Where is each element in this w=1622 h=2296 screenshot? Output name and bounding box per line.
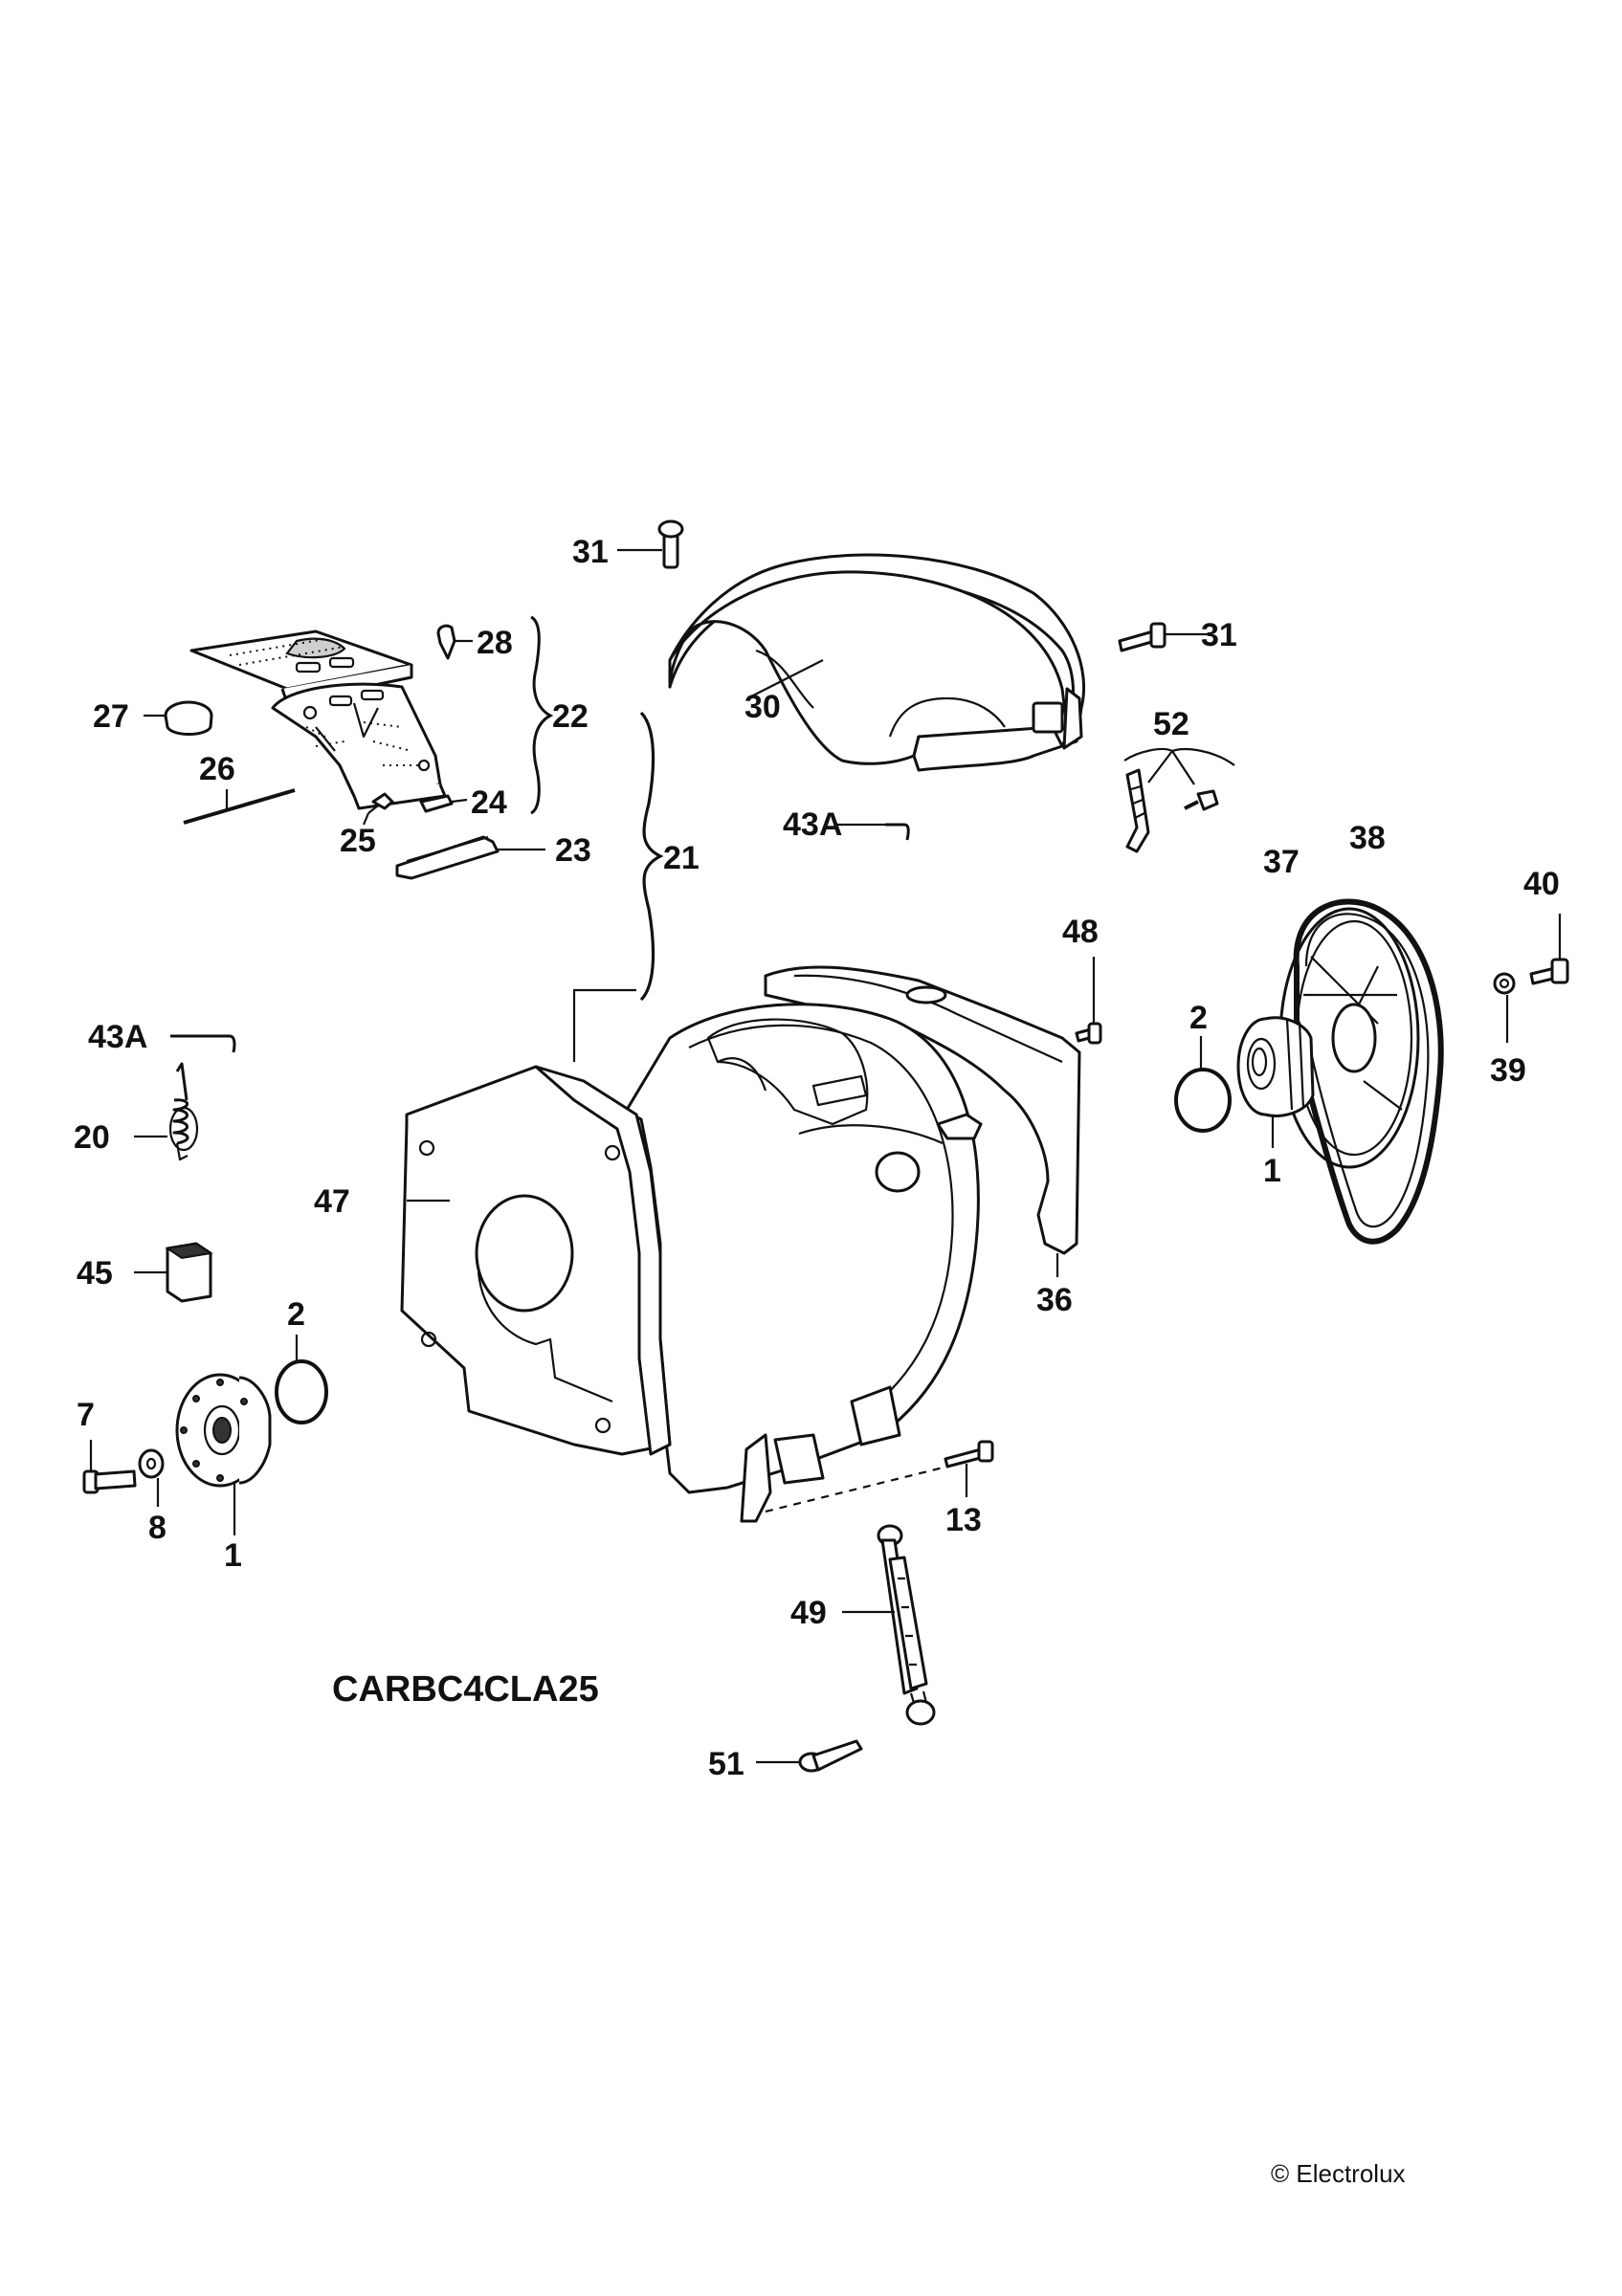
part-51-pin [756,1739,863,1773]
part-36-47-tub [400,965,1081,1523]
label-8: 8 [148,1510,167,1546]
label-49: 49 [790,1595,827,1631]
part-8-washer [138,1448,165,1507]
part-7-bolt [82,1440,137,1494]
label-1-right: 1 [1263,1153,1281,1189]
label-21: 21 [663,840,700,876]
part-38-belt [1293,898,1444,1245]
part-40-bolt [1529,914,1569,985]
part-1-right-hub [1236,1016,1315,1148]
label-39: 39 [1490,1052,1526,1089]
part-39-washer [1493,972,1516,1043]
label-28: 28 [477,625,513,661]
brace-22 [530,615,554,815]
label-52: 52 [1153,706,1189,742]
brace-21-leader [572,988,636,1062]
label-24: 24 [471,784,507,821]
part-2-right-oring [1174,1036,1232,1133]
part-25-clip [362,792,394,826]
part-31-right-bolt [1118,622,1208,652]
label-20: 20 [74,1119,110,1156]
label-43a-left: 43A [88,1019,147,1055]
part-23-strip [395,835,545,880]
label-26: 26 [199,751,235,787]
part-22-panel-plate [271,682,447,810]
label-38: 38 [1349,820,1386,856]
label-31-right: 31 [1201,617,1237,653]
label-48: 48 [1062,914,1099,950]
diagram-code: CARBC4CLA25 [332,1669,599,1710]
label-23: 23 [555,832,591,869]
brace-21 [639,711,664,1002]
label-25: 25 [340,823,376,859]
label-22: 22 [552,698,589,735]
label-37: 37 [1263,844,1300,880]
label-27: 27 [93,698,129,735]
label-45: 45 [77,1255,113,1292]
part-28-screw [436,624,473,660]
part-52-bracket [1123,747,1235,853]
part-labels: 31 31 28 22 30 27 52 26 24 25 23 21 43A … [74,534,1560,1782]
part-45-block [134,1242,213,1303]
label-7: 7 [77,1397,95,1433]
part-43a-left-hook [170,1034,236,1053]
label-31-top: 31 [572,534,609,570]
part-1-left-hub [175,1373,272,1535]
label-43a-top: 43A [783,806,842,843]
part-26-rod [183,788,296,825]
label-13: 13 [945,1502,982,1538]
label-2-left: 2 [287,1296,305,1333]
label-47: 47 [314,1183,350,1220]
part-20-spring [134,1062,199,1161]
label-36: 36 [1036,1282,1073,1318]
label-40: 40 [1523,866,1560,902]
part-24-clip [419,794,468,813]
copyright-notice: © Electrolux [1271,2159,1406,2188]
part-43a-top-hook [837,823,910,841]
label-2-right: 2 [1189,1000,1208,1036]
part-13-screw [765,1440,994,1513]
label-51: 51 [708,1746,744,1782]
part-2-left-oring [275,1335,328,1424]
label-30: 30 [744,689,781,725]
part-27-knob [144,700,213,736]
part-31-top-bolt [617,519,684,569]
part-30-tub-cover [668,553,1086,772]
part-48-screw [1075,957,1102,1045]
label-1-left: 1 [224,1537,242,1574]
part-49-shock-absorber [842,1524,936,1726]
